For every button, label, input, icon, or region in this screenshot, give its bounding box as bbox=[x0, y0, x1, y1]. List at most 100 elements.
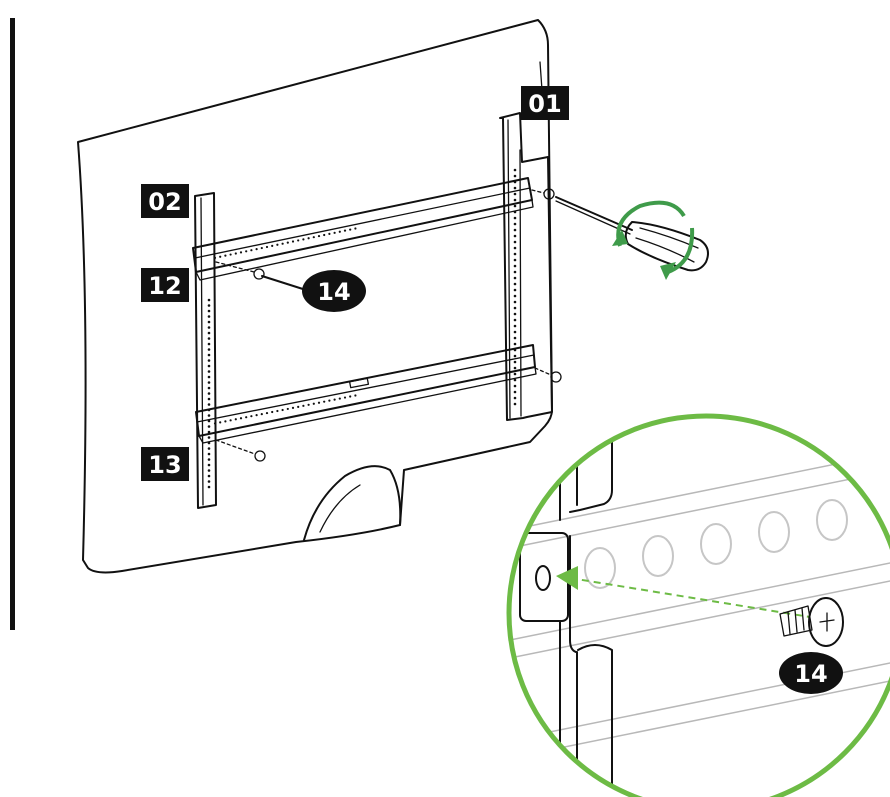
rail-hole bbox=[207, 337, 211, 340]
rail-hole bbox=[207, 469, 211, 472]
rail-hole bbox=[513, 318, 517, 322]
rail-hole bbox=[513, 192, 517, 196]
label-12: 12 bbox=[141, 268, 189, 302]
rail-hole bbox=[513, 372, 517, 376]
rail-hole bbox=[207, 480, 211, 483]
bar-hole bbox=[317, 234, 321, 238]
detail-hole bbox=[816, 499, 848, 541]
bar-hole bbox=[291, 406, 295, 409]
rail-hole bbox=[513, 324, 517, 328]
rail-hole bbox=[513, 294, 517, 298]
bar-hole bbox=[239, 417, 243, 420]
bar-hole bbox=[255, 248, 258, 251]
svg-text:01: 01 bbox=[528, 90, 561, 118]
svg-text:14: 14 bbox=[317, 278, 350, 306]
bar-hole bbox=[255, 414, 258, 417]
rail-hole bbox=[513, 252, 517, 256]
bar-hole bbox=[224, 420, 227, 423]
rail-hole bbox=[513, 396, 517, 400]
bar-hole bbox=[281, 242, 284, 245]
bar-hole bbox=[302, 404, 305, 407]
svg-text:13: 13 bbox=[148, 451, 181, 479]
rail-hole bbox=[513, 342, 517, 346]
bar-hole bbox=[343, 396, 347, 399]
svg-text:12: 12 bbox=[148, 272, 181, 300]
bar-hole bbox=[260, 413, 263, 416]
rail-hole bbox=[513, 246, 517, 250]
bar-hole bbox=[271, 410, 274, 414]
callout-14-main: 14 bbox=[302, 270, 366, 312]
screw-main-bottom-right bbox=[534, 367, 562, 383]
rail-hole bbox=[513, 234, 517, 238]
svg-text:14: 14 bbox=[794, 660, 827, 688]
rotation-arrow-icon bbox=[612, 200, 695, 280]
rail-hole bbox=[513, 258, 517, 262]
rail-hole bbox=[207, 430, 211, 434]
rail-hole bbox=[513, 270, 517, 274]
bar-hole bbox=[354, 394, 357, 397]
rail-hole bbox=[207, 485, 211, 489]
bar-hole bbox=[219, 421, 222, 424]
bar-hole bbox=[224, 254, 227, 257]
bar-hole bbox=[291, 240, 295, 243]
rail-hole bbox=[207, 375, 211, 379]
rail-hole bbox=[513, 312, 517, 316]
rail-hole bbox=[207, 348, 211, 351]
bar-hole bbox=[219, 255, 222, 258]
bar-hole bbox=[338, 397, 341, 400]
bar-hole bbox=[307, 237, 310, 240]
bar-hole bbox=[297, 405, 300, 408]
bracket-rail-right bbox=[499, 112, 553, 421]
rail-hole bbox=[513, 330, 517, 334]
bar-hole bbox=[276, 409, 279, 413]
rail-hole bbox=[207, 447, 211, 450]
bar-hole bbox=[229, 419, 232, 422]
rail-hole bbox=[513, 384, 517, 388]
bar-hole bbox=[229, 253, 232, 256]
rail-hole bbox=[207, 474, 211, 478]
rail-hole bbox=[513, 276, 517, 280]
rail-hole bbox=[513, 378, 517, 382]
bar-hole bbox=[317, 401, 321, 404]
bar-hole bbox=[328, 399, 331, 402]
bar-hole bbox=[245, 416, 248, 419]
detail-hole bbox=[642, 535, 674, 577]
rail-hole bbox=[207, 436, 211, 439]
bar-hole bbox=[260, 246, 263, 250]
rail-hole bbox=[513, 366, 517, 370]
rail-hole bbox=[513, 228, 517, 232]
bar-hole bbox=[213, 256, 217, 259]
bar-hole bbox=[297, 239, 300, 242]
bar-hole bbox=[312, 402, 315, 405]
bar-hole bbox=[323, 400, 326, 403]
rail-hole bbox=[207, 370, 211, 373]
bar-hole bbox=[234, 252, 237, 255]
rail-hole bbox=[207, 386, 211, 390]
bar-hole bbox=[328, 232, 331, 236]
detail-magnifier bbox=[506, 413, 890, 797]
svg-text:02: 02 bbox=[148, 188, 181, 216]
bar-hole bbox=[349, 228, 352, 231]
bar-hole bbox=[312, 236, 315, 239]
rail-hole bbox=[207, 364, 211, 368]
page-edge-bar bbox=[10, 18, 15, 630]
rail-hole bbox=[513, 282, 517, 286]
rail-hole bbox=[207, 381, 211, 384]
leader-14-main bbox=[261, 275, 307, 291]
label-02: 02 bbox=[141, 184, 189, 218]
rail-hole bbox=[513, 402, 517, 406]
rail-hole bbox=[207, 392, 211, 395]
rail-hole bbox=[513, 390, 517, 394]
rail-hole bbox=[207, 397, 211, 401]
rail-hole bbox=[207, 304, 211, 307]
screw-main-top-left bbox=[215, 261, 265, 280]
bar-hole bbox=[286, 407, 289, 411]
rail-hole bbox=[513, 360, 517, 364]
bar-hole bbox=[250, 415, 253, 418]
bar-hole bbox=[265, 411, 269, 415]
detail-hole bbox=[700, 523, 732, 565]
detail-hole bbox=[758, 511, 790, 553]
rail-hole bbox=[207, 298, 211, 302]
rail-hole bbox=[207, 315, 211, 318]
